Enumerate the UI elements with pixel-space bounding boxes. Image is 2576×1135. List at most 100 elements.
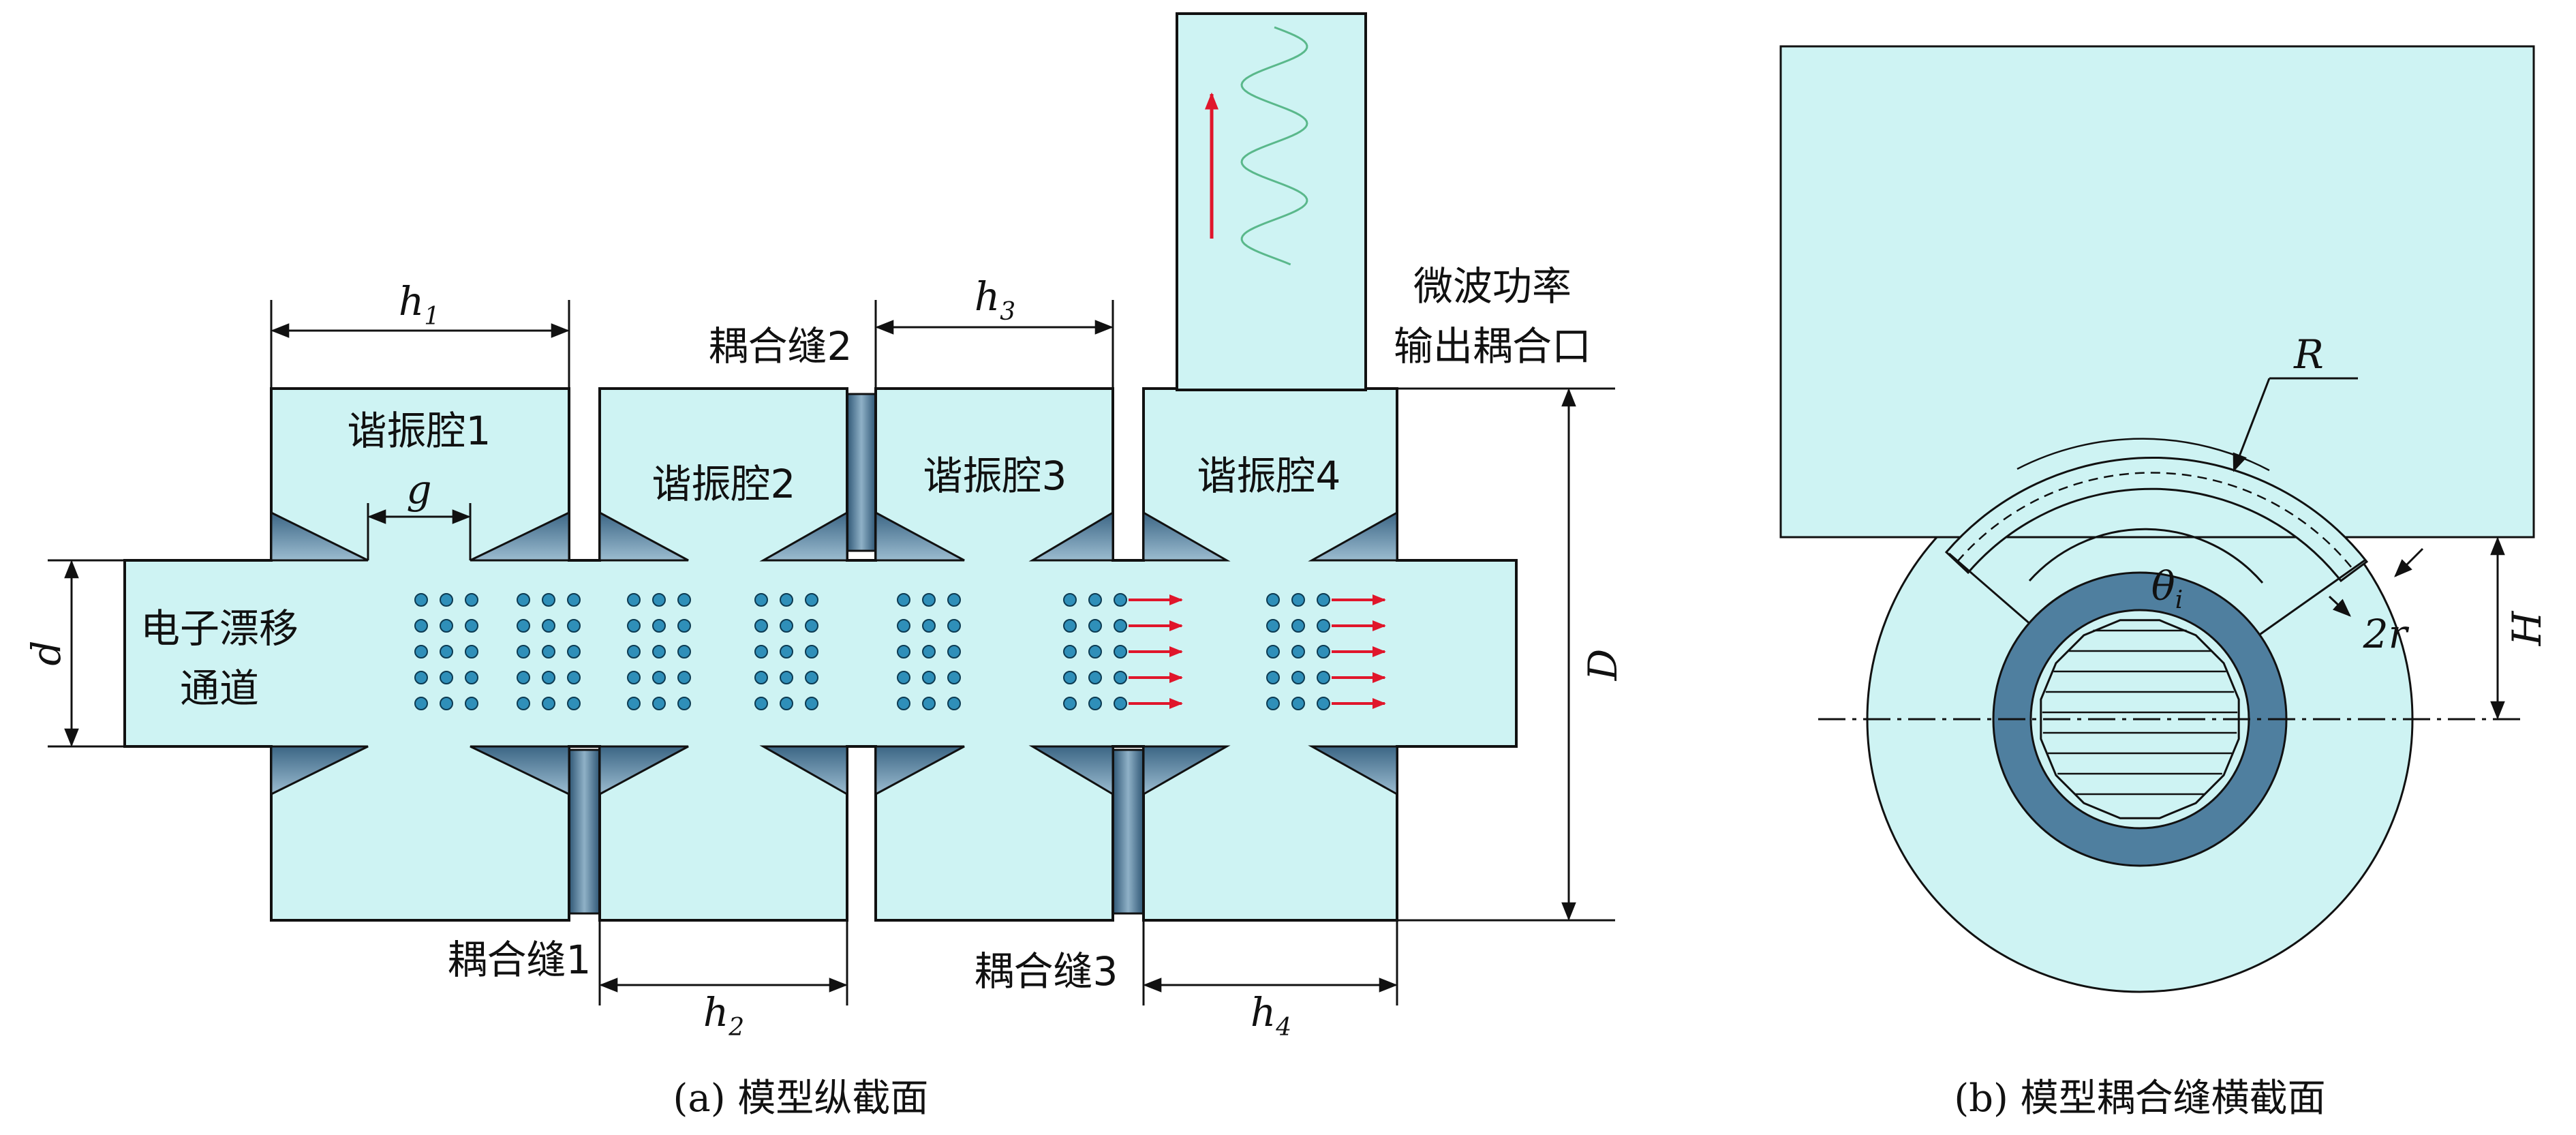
electron-bunch-dot bbox=[465, 645, 478, 659]
electron-bunch-dot bbox=[922, 619, 936, 633]
electron-bunch-dot bbox=[1088, 619, 1102, 633]
electron-bunch-dot bbox=[517, 619, 530, 633]
dim-offset-H: H bbox=[2490, 536, 2550, 720]
electron-bunch-dot bbox=[1291, 645, 1305, 659]
panel-b-caption: (b) 模型耦合缝横截面 bbox=[1954, 1076, 2325, 1121]
dim-h2: h2 bbox=[598, 920, 848, 1042]
cavity-2-label: 谐振腔2 bbox=[652, 461, 796, 507]
electron-bunch-dot bbox=[947, 593, 961, 607]
electron-bunch-dot bbox=[1088, 593, 1102, 607]
electron-bunch-dot bbox=[567, 645, 581, 659]
output-port-label-2: 输出耦合口 bbox=[1394, 323, 1591, 369]
electron-bunch-dot bbox=[780, 593, 793, 607]
electron-bunch-dot bbox=[542, 671, 555, 684]
electron-bunch-dot bbox=[542, 593, 555, 607]
output-waveguide bbox=[1176, 12, 1367, 391]
electron-bunch-dot bbox=[567, 619, 581, 633]
electron-bunch-dot bbox=[754, 593, 768, 607]
electron-bunch-dot bbox=[1266, 645, 1280, 659]
electron-bunch-dot bbox=[567, 671, 581, 684]
nose-cones bbox=[270, 511, 1398, 796]
electron-bunch-dot bbox=[627, 645, 641, 659]
electron-bunch-dot bbox=[627, 593, 641, 607]
electron-bunch-dot bbox=[1266, 619, 1280, 633]
electron-bunch-dot bbox=[947, 619, 961, 633]
svg-text:h2: h2 bbox=[703, 989, 744, 1042]
panel-a-caption: (a) 模型纵截面 bbox=[673, 1076, 929, 1121]
electron-bunch-dot bbox=[1291, 593, 1305, 607]
electron-bunch-dot bbox=[805, 671, 818, 684]
electron-bunch-dot bbox=[754, 671, 768, 684]
electron-bunch-dot bbox=[897, 593, 910, 607]
electron-bunch-dot bbox=[652, 697, 666, 710]
electron-bunch-dot bbox=[1266, 593, 1280, 607]
electron-bunch-dot bbox=[754, 619, 768, 633]
electron-bunch-dot bbox=[1114, 671, 1127, 684]
svg-text:R: R bbox=[2293, 331, 2324, 378]
drift-tube-label-1: 电子漂移 bbox=[140, 605, 298, 652]
electron-bunch-dot bbox=[805, 593, 818, 607]
electron-bunch-dot bbox=[1088, 671, 1102, 684]
svg-text:g: g bbox=[406, 466, 431, 513]
electron-bunch-dot bbox=[465, 697, 478, 710]
electron-bunch-dot bbox=[465, 593, 478, 607]
electron-bunch-dot bbox=[1114, 645, 1127, 659]
electron-bunch-dot bbox=[440, 619, 453, 633]
electron-bunch-dot bbox=[440, 645, 453, 659]
electron-bunch-dot bbox=[1266, 697, 1280, 710]
dim-h3: h3 bbox=[874, 273, 1114, 389]
electron-bunch-dot bbox=[897, 645, 910, 659]
electron-bunch-dot bbox=[1088, 697, 1102, 710]
slot-dashed-arc bbox=[1957, 472, 2355, 572]
svg-text:D: D bbox=[1580, 649, 1626, 682]
panel-b-cross-section: R θi 2r H (b) 模型耦合缝横截面 bbox=[1779, 45, 2550, 1121]
svg-text:h4: h4 bbox=[1251, 989, 1291, 1042]
electron-bunch-dot bbox=[652, 619, 666, 633]
electron-bunch-dot bbox=[1317, 645, 1330, 659]
output-wave bbox=[1240, 26, 1308, 266]
electron-bunch-dot bbox=[517, 671, 530, 684]
electron-bunch-dot bbox=[780, 619, 793, 633]
electron-bunch-dot bbox=[1114, 593, 1127, 607]
dim-slot-2r: 2r bbox=[2328, 547, 2424, 657]
electron-bunch-dot bbox=[947, 645, 961, 659]
electron-bunch-dot bbox=[1266, 671, 1280, 684]
electron-bunch-dot bbox=[1317, 593, 1330, 607]
slot-3-label: 耦合缝3 bbox=[975, 948, 1118, 995]
electron-bunch-dot bbox=[677, 619, 691, 633]
slot-bar-1 bbox=[568, 748, 601, 915]
electron-bunch-dot bbox=[677, 645, 691, 659]
electron-bunch-dot bbox=[440, 697, 453, 710]
electron-bunch-dot bbox=[652, 671, 666, 684]
electron-bunch-dot bbox=[922, 593, 936, 607]
electron-bunch-dot bbox=[1088, 645, 1102, 659]
dim-height-D: D bbox=[1397, 387, 1626, 922]
cavity-3-label: 谐振腔3 bbox=[923, 453, 1067, 499]
electron-bunch-dot bbox=[1063, 619, 1077, 633]
electron-bunch-dot bbox=[947, 671, 961, 684]
dim-gap-g: g bbox=[367, 466, 472, 560]
electron-bunch-dot bbox=[1063, 645, 1077, 659]
electron-bunch-dot bbox=[922, 697, 936, 710]
svg-text:h1: h1 bbox=[399, 278, 440, 331]
electron-bunch-dot bbox=[677, 671, 691, 684]
dim-angle-theta: θi bbox=[2151, 563, 2183, 614]
electron-bunch-dot bbox=[1063, 593, 1077, 607]
electron-bunch-dot bbox=[780, 671, 793, 684]
electron-bunch-dot bbox=[414, 593, 428, 607]
electron-bunch-dot bbox=[805, 619, 818, 633]
svg-text:H: H bbox=[2504, 610, 2550, 646]
electron-bunch-dot bbox=[897, 619, 910, 633]
electron-bunch-dot bbox=[465, 619, 478, 633]
slot-2-label: 耦合缝2 bbox=[709, 323, 853, 369]
electron-beam-hatch bbox=[2042, 629, 2238, 796]
electron-bunch-dot bbox=[1317, 697, 1330, 710]
electron-bunch-dot bbox=[922, 671, 936, 684]
electron-bunch-dot bbox=[440, 593, 453, 607]
output-port-label-1: 微波功率 bbox=[1413, 263, 1571, 309]
electron-bunch-dot bbox=[652, 645, 666, 659]
electron-bunch-dot bbox=[677, 593, 691, 607]
electron-bunch-dot bbox=[542, 697, 555, 710]
electron-bunch-dot bbox=[780, 697, 793, 710]
electron-bunch-dot bbox=[517, 697, 530, 710]
